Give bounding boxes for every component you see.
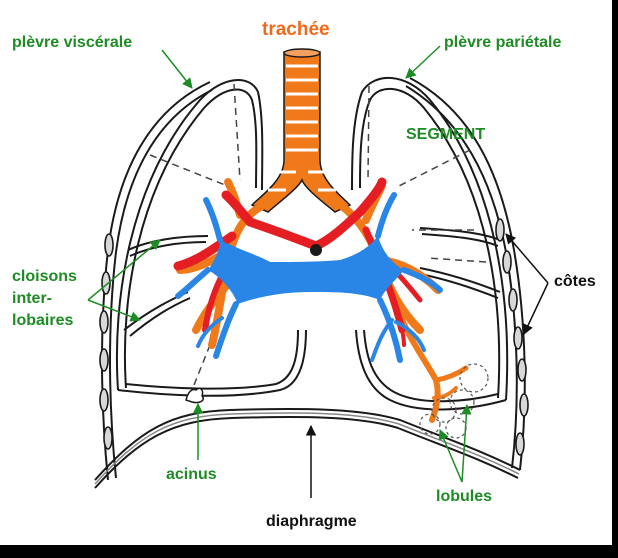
arrow-septa-upper: [87, 239, 161, 301]
arrow-ribs-upper: [505, 233, 549, 284]
ribs-left: [99, 233, 114, 450]
arrow-ribs-lower: [523, 282, 549, 335]
label-diaphragm: diaphragme: [266, 513, 357, 530]
arrow-septa-lower: [87, 299, 141, 322]
right-lung: [351, 77, 509, 411]
trachea: [250, 48, 352, 213]
arrow-lobules-left: [438, 429, 463, 483]
acinus-shape: [185, 387, 204, 404]
label-parietal-pleura: plèvre pariétale: [444, 34, 562, 51]
label-interlobar-septa-line2: inter-: [12, 290, 52, 307]
label-ribs: côtes: [554, 273, 596, 290]
label-acinus: acinus: [166, 466, 217, 483]
label-segment: SEGMENT: [406, 126, 486, 143]
pulmonary-veins: [175, 192, 443, 363]
ribs-right: [495, 218, 529, 456]
arrow-lobules-right: [461, 403, 472, 483]
label-interlobar-septa-line1: cloisons: [12, 268, 77, 285]
label-trachea: trachée: [262, 19, 330, 40]
diaphragm: [94, 408, 521, 489]
arrow-visceral-pleura: [161, 49, 193, 89]
diagram-canvas: trachée plèvre viscérale plèvre pariétal…: [0, 0, 612, 545]
left-lung: [115, 79, 307, 397]
artery-trunk-opening: [310, 244, 322, 256]
segment-lines: [149, 83, 487, 396]
arrow-parietal-pleura: [405, 45, 441, 79]
label-lobules: lobules: [436, 488, 493, 505]
bronchial-tree: [176, 178, 469, 423]
pointer-arrows: [87, 45, 549, 498]
label-interlobar-septa-line3: lobaires: [12, 312, 74, 329]
label-visceral-pleura: plèvre viscérale: [12, 34, 133, 51]
lung-illustration: [87, 45, 549, 498]
